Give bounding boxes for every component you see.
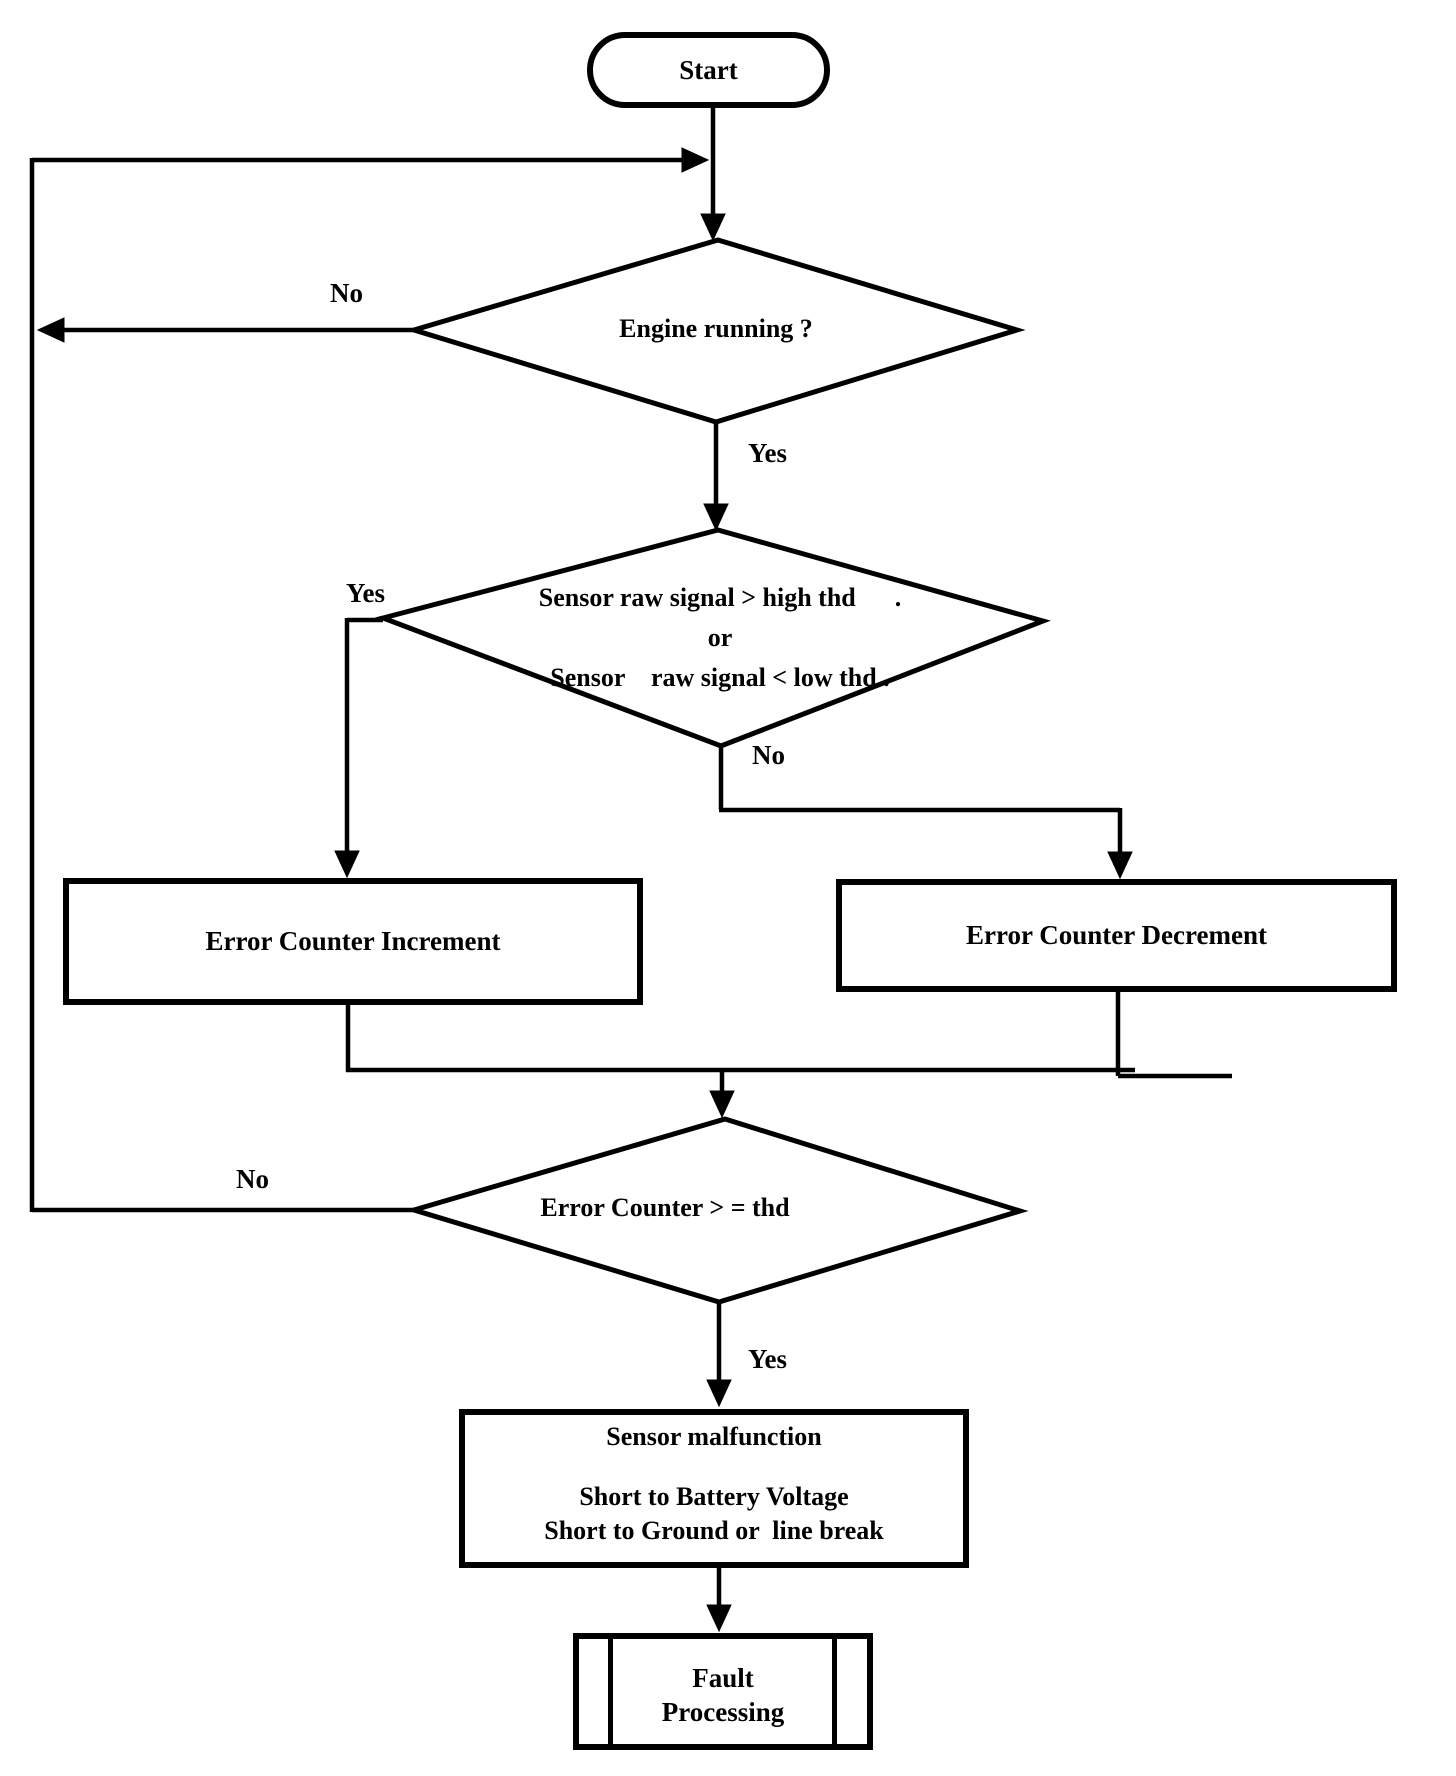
edge-label-counter-yes: Yes — [748, 1344, 787, 1374]
node-start: Start — [587, 32, 830, 108]
fault-line1: Fault — [692, 1662, 754, 1693]
start-label: Start — [679, 54, 738, 85]
arrowhead-into-malfunction — [706, 1379, 732, 1408]
edge-label-signal-yes: Yes — [346, 578, 385, 608]
malfunction-line2: Short to Battery Voltage — [579, 1482, 849, 1511]
signal-check-line2: or — [707, 623, 733, 652]
decision-signal-check-label: Sensor raw signal > high thd . or Sensor… — [450, 578, 990, 698]
arrowhead-into-counter-diamond — [709, 1090, 735, 1119]
node-error-counter-decrement: Error Counter Decrement — [836, 879, 1397, 992]
node-error-counter-increment: Error Counter Increment — [63, 878, 643, 1005]
malfunction-line1: Sensor malfunction — [606, 1422, 822, 1451]
arrowhead-engine-no — [36, 317, 65, 343]
predefined-right-bar — [832, 1639, 837, 1744]
increment-label: Error Counter Increment — [205, 926, 501, 957]
signal-check-line3: Sensor raw signal < low thd . — [550, 663, 890, 692]
edge-label-signal-no: No — [752, 740, 785, 770]
decision-error-counter-label: Error Counter > = thd — [540, 1193, 790, 1222]
predefined-left-bar — [608, 1639, 613, 1744]
arrowhead-into-decrement — [1107, 851, 1133, 880]
arrowhead-into-fault — [706, 1604, 732, 1633]
edge-label-engine-yes: Yes — [748, 438, 787, 468]
decrement-label: Error Counter Decrement — [966, 920, 1267, 951]
malfunction-line3: Short to Ground or line break — [544, 1516, 884, 1545]
decision-signal-check-shape — [374, 527, 1051, 749]
decision-error-counter-shape — [405, 1116, 1029, 1305]
arrowhead-loop-junction — [681, 147, 710, 173]
arrowhead-into-signal-diamond — [703, 503, 729, 532]
decision-engine-running-shape — [405, 237, 1026, 425]
signal-check-line1: Sensor raw signal > high thd . — [538, 583, 902, 612]
arrowhead-into-increment — [334, 850, 360, 879]
node-fault-processing: Fault Processing — [573, 1633, 873, 1750]
arrowhead-into-engine-diamond — [700, 213, 726, 242]
edge-label-counter-no: No — [236, 1164, 269, 1194]
fault-line2: Processing — [661, 1696, 785, 1727]
edge-label-engine-no: No — [330, 278, 363, 308]
decision-engine-running-label: Engine running ? — [619, 314, 813, 343]
node-sensor-malfunction: Sensor malfunction Short to Battery Volt… — [459, 1409, 969, 1568]
